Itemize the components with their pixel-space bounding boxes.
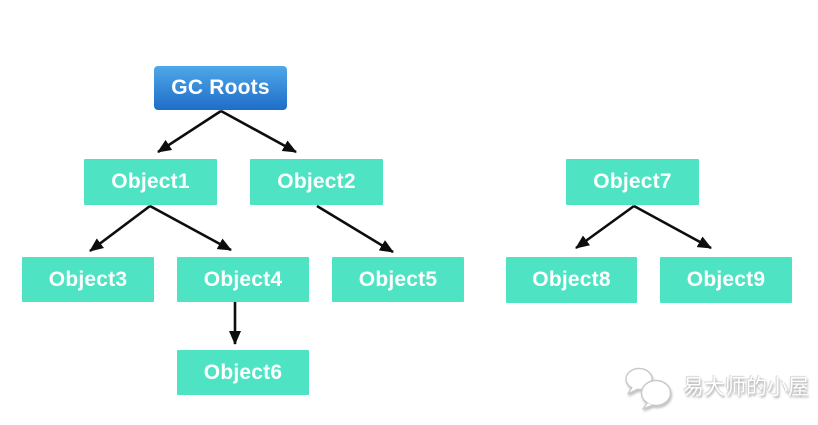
node-object5: Object5	[332, 257, 464, 302]
node-object7-label: Object7	[593, 170, 672, 193]
node-object8-label: Object8	[532, 268, 611, 291]
edge-gc-roots-to-object2	[220, 109, 297, 154]
node-object5-label: Object5	[358, 267, 438, 291]
node-object3-label: Object3	[48, 267, 128, 291]
node-object4-label: Object4	[203, 267, 283, 291]
node-object9: Object9	[660, 257, 792, 303]
node-object2-label: Object2	[277, 170, 356, 193]
node-object6-label: Object6	[203, 360, 283, 384]
node-object9-label: Object9	[686, 268, 766, 291]
node-object4: Object4	[177, 257, 309, 302]
edge-object1-to-object4	[149, 204, 232, 252]
watermark: 易大师的小屋	[624, 366, 809, 410]
node-object3: Object3	[22, 257, 154, 302]
node-object1: Object1	[84, 159, 217, 205]
edge-object1-to-object3	[89, 204, 151, 253]
watermark-text: 易大师的小屋	[683, 376, 809, 399]
node-object8: Object8	[506, 257, 637, 303]
node-gc-roots: GC Roots	[154, 66, 287, 110]
node-object1-label: Object1	[111, 170, 190, 193]
edge-object7-to-object8	[575, 204, 635, 250]
wechat-bubbles-icon	[625, 367, 672, 410]
node-object2: Object2	[250, 159, 383, 205]
node-gc-roots-label: GC Roots	[171, 76, 270, 99]
node-object7: Object7	[566, 159, 699, 205]
edge-object7-to-object9	[633, 204, 712, 250]
node-object6: Object6	[177, 350, 309, 395]
edge-gc-roots-to-object1	[157, 109, 222, 154]
edge-object2-to-object5	[316, 204, 394, 254]
